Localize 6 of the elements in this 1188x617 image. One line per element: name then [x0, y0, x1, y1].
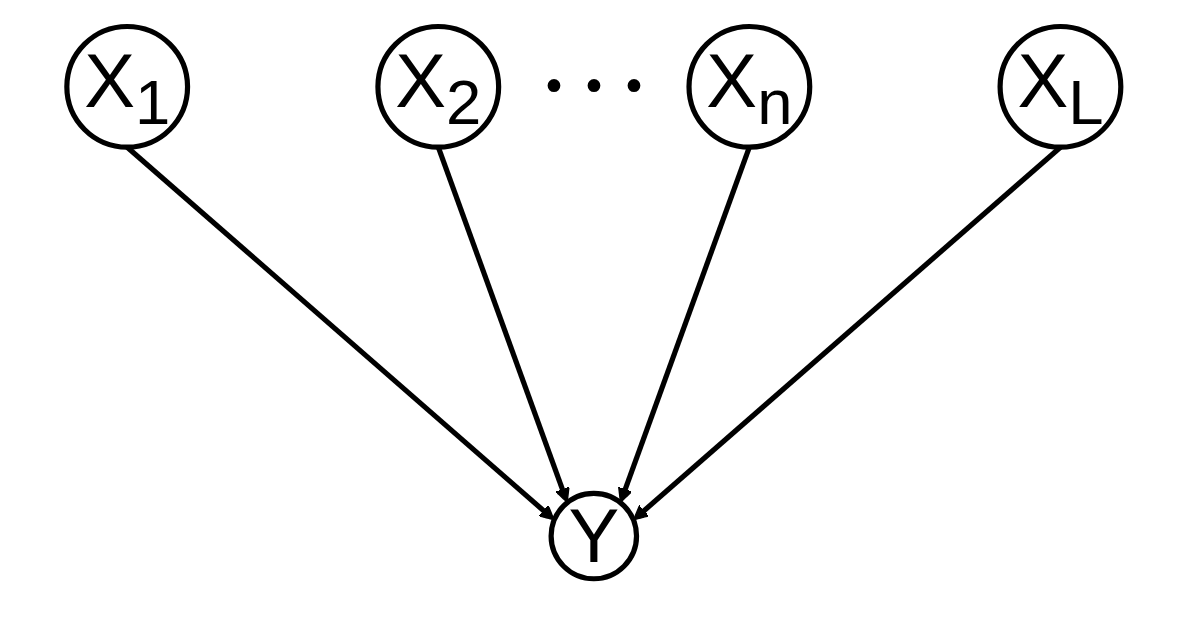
node-circle: X$_{n}$ [686, 23, 813, 150]
node-circle: X$_{L}$ [997, 23, 1124, 150]
node-circle: X$_{2}$ [375, 23, 502, 150]
node-circle: Y [548, 490, 640, 582]
node-circle: X$_{1}$ [64, 23, 191, 150]
ellipsis-text: • • • [541, 64, 647, 109]
